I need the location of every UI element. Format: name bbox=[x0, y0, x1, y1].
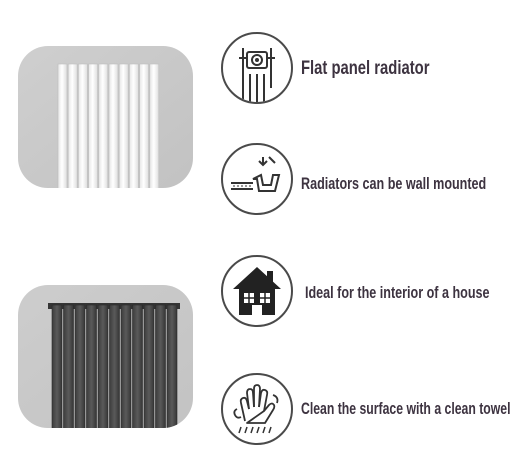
house-icon bbox=[221, 255, 293, 327]
feature-label: Clean the surface with a clean towel bbox=[301, 399, 510, 418]
radiator-fin bbox=[155, 304, 166, 428]
radiator-fin bbox=[51, 304, 63, 428]
dark-radiator-photo bbox=[18, 285, 193, 428]
radiator-fin bbox=[149, 63, 160, 188]
feature-label: Ideal for the interior of a house bbox=[305, 283, 490, 302]
radiator-fin bbox=[86, 304, 97, 428]
radiator-fin bbox=[108, 63, 119, 188]
radiator-fin bbox=[139, 63, 149, 188]
radiator-fin bbox=[88, 63, 98, 188]
cleaning-glove-icon bbox=[221, 373, 293, 445]
radiator-fin bbox=[63, 304, 74, 428]
radiator-fin bbox=[166, 304, 178, 428]
radiator-fin bbox=[143, 304, 155, 428]
radiator-fin bbox=[74, 304, 86, 428]
radiator-fin bbox=[67, 63, 78, 188]
radiator-fin bbox=[98, 63, 109, 188]
radiator-fin bbox=[120, 304, 132, 428]
radiator-fin bbox=[78, 63, 88, 188]
flat-panel-radiator-icon bbox=[221, 32, 293, 104]
radiator-fin bbox=[118, 63, 129, 188]
white-radiator-photo bbox=[18, 46, 193, 188]
radiator-fin bbox=[109, 304, 120, 428]
wall-mount-bracket-icon bbox=[221, 143, 293, 215]
radiator-fin bbox=[97, 304, 109, 428]
feature-label: Flat panel radiator bbox=[301, 58, 430, 79]
radiator-fin bbox=[57, 63, 68, 188]
feature-label: Radiators can be wall mounted bbox=[301, 174, 487, 193]
radiator-fin bbox=[132, 304, 143, 428]
radiator-fin bbox=[129, 63, 139, 188]
